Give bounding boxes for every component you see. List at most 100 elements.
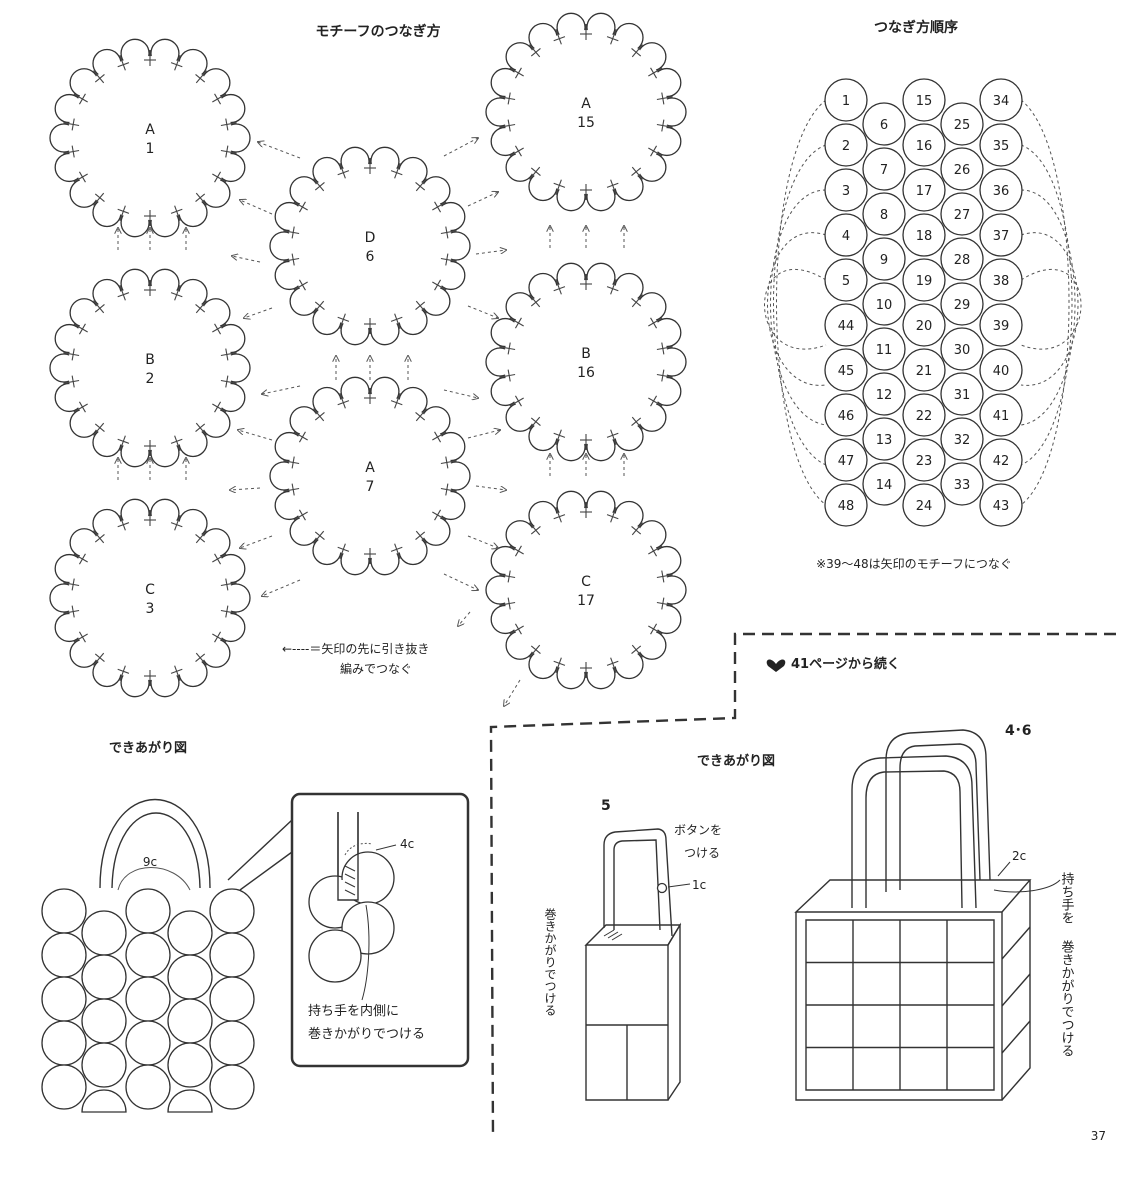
measure-4c-arc — [344, 842, 373, 856]
order-number: 24 — [916, 499, 933, 514]
button-text-2: つける — [684, 846, 720, 860]
order-number: 42 — [993, 454, 1010, 469]
order-circle: 31 — [940, 372, 984, 416]
bag-circle — [209, 976, 255, 1022]
order-circle: 1 — [824, 78, 868, 122]
join-arrow — [443, 389, 478, 398]
order-arrow-right — [1020, 144, 1073, 466]
order-circle: 15 — [902, 78, 946, 122]
order-number: 6 — [880, 118, 888, 133]
handle-vertical-text-2: 巻きかがりでつける — [1059, 940, 1075, 1057]
order-circle: 8 — [862, 192, 906, 236]
motif-7: B16 — [485, 262, 687, 462]
join-arrow — [238, 430, 273, 441]
order-circle: 35 — [979, 123, 1023, 167]
callout-text-1: 持ち手を内側に — [308, 1003, 399, 1019]
order-number: 14 — [876, 478, 893, 493]
section-separator — [489, 632, 1116, 1139]
motif-number: 7 — [366, 479, 375, 495]
order-circle: 41 — [979, 393, 1023, 437]
bag-circle — [41, 888, 87, 934]
order-number: 17 — [916, 184, 933, 199]
order-number: 43 — [993, 499, 1010, 514]
order-circle: 2 — [824, 123, 868, 167]
order-number: 27 — [954, 208, 971, 223]
callout-circle-4 — [308, 929, 362, 983]
join-arrow — [467, 535, 498, 548]
order-number: 23 — [916, 454, 933, 469]
order-circle: 42 — [979, 438, 1023, 482]
join-arrow — [475, 250, 506, 255]
order-number: 20 — [916, 319, 933, 334]
order-circle: 18 — [902, 213, 946, 257]
whipstitch-marks — [344, 865, 356, 896]
order-arrows — [764, 99, 1082, 506]
motif-3: C3 — [49, 498, 251, 698]
motif-number: 3 — [146, 601, 155, 617]
order-circle: 37 — [979, 213, 1023, 257]
join-arrow — [467, 305, 498, 318]
order-number: 2 — [842, 139, 850, 154]
continued-label: 41ページから続く — [791, 656, 900, 672]
order-number: 45 — [838, 364, 855, 379]
order-circle: 46 — [824, 393, 868, 437]
order-number: 30 — [954, 343, 971, 358]
bag-circle — [125, 1064, 171, 1110]
order-circle: 44 — [824, 303, 868, 347]
legend-line-1: ←----＝矢印の先に引き抜き — [282, 642, 429, 656]
order-number: 37 — [993, 229, 1010, 244]
order-arrow-right — [1020, 268, 1082, 350]
order-circle: 39 — [979, 303, 1023, 347]
order-arrow-right — [1020, 189, 1076, 426]
handle-measure-arc — [117, 867, 191, 891]
order-number: 28 — [954, 253, 971, 268]
bag-circle — [209, 1020, 255, 1066]
join-arrow — [504, 679, 521, 706]
join-arrow — [475, 485, 506, 490]
join-arrow — [232, 256, 261, 263]
bag-circle — [81, 998, 127, 1044]
motif-number: 16 — [577, 365, 595, 381]
motif-letter: B — [145, 352, 155, 368]
order-arrow-left — [773, 144, 827, 466]
order-circle: 23 — [902, 438, 946, 482]
order-number: 35 — [993, 139, 1010, 154]
order-circle: 6 — [862, 102, 906, 146]
order-circle: 38 — [979, 258, 1023, 302]
join-arrow — [262, 579, 301, 596]
pointer-4c — [375, 844, 397, 851]
callout-handle-end — [337, 812, 359, 901]
motif-number: 17 — [577, 593, 595, 609]
finished-left-title: できあがり図 — [109, 740, 187, 756]
order-circle: 9 — [862, 237, 906, 281]
order-number: 46 — [838, 409, 855, 424]
join-arrow — [244, 307, 273, 318]
motif-number: 15 — [577, 115, 595, 131]
order-circle: 36 — [979, 168, 1023, 212]
bag-handle-inner — [111, 812, 201, 889]
handle-text-pointer — [993, 879, 1061, 893]
large-bag — [794, 729, 1032, 1101]
order-number: 22 — [916, 409, 933, 424]
page-number: 37 — [1091, 1129, 1106, 1143]
order-grid: 1234544454647486789101112131415161718192… — [824, 78, 1023, 527]
order-number: 15 — [916, 94, 933, 109]
order-circle: 17 — [902, 168, 946, 212]
order-arrow-left — [767, 232, 827, 386]
motif-letter: A — [145, 122, 155, 138]
order-circle: 32 — [940, 417, 984, 461]
order-arrow-right — [1020, 232, 1079, 386]
order-circle: 28 — [940, 237, 984, 281]
order-number: 11 — [876, 343, 893, 358]
order-number: 39 — [993, 319, 1010, 334]
join-arrows — [118, 138, 624, 706]
handle-end — [338, 880, 358, 900]
order-circle: 24 — [902, 483, 946, 527]
order-number: 16 — [916, 139, 933, 154]
bag-half-circle — [81, 1089, 127, 1113]
motif-5: A7 — [269, 376, 471, 576]
order-circle: 10 — [862, 282, 906, 326]
bag-circle — [125, 976, 171, 1022]
motif-1: A1 — [49, 38, 251, 238]
